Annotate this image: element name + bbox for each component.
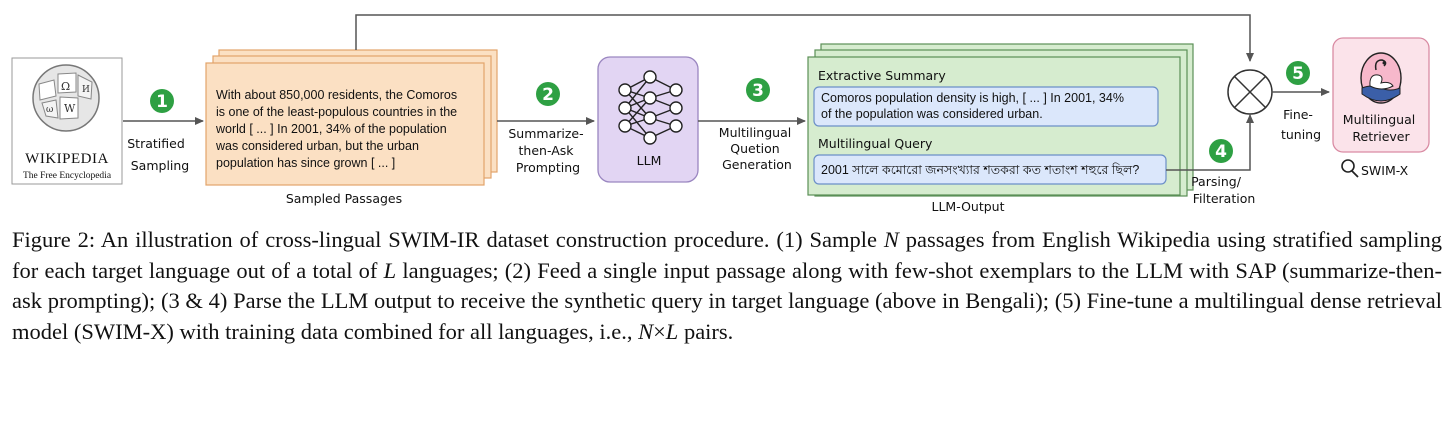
arrow-query-to-combine <box>1166 114 1254 171</box>
svg-text:4: 4 <box>1215 142 1227 162</box>
svg-text:2: 2 <box>542 85 554 105</box>
wikipedia-wordmark: WIKIPEDIA <box>25 151 109 167</box>
passage-text: With about 850,000 residents, the Comoro… <box>215 88 461 170</box>
query-title: Multilingual Query <box>818 136 933 151</box>
sampled-passages-caption: Sampled Passages <box>286 191 402 206</box>
stratified-sampling-label: Stratified Sampling <box>127 136 189 173</box>
svg-text:ω: ω <box>46 105 53 115</box>
globe-icon: Ω W И ω <box>32 64 100 132</box>
step-1-badge: 1 <box>150 89 174 113</box>
summary-box <box>813 86 1159 127</box>
figure-caption: Figure 2: An illustration of cross-lingu… <box>12 227 1442 344</box>
llm-label: LLM <box>637 153 662 168</box>
swim-x-label: SWIM-X <box>1341 159 1409 178</box>
query-text: 2001 সালে কমোরো জনসংখ্যার শতকরা কত শতাংশ… <box>821 162 1139 177</box>
svg-text:5: 5 <box>1292 64 1304 84</box>
step-5-badge: 5 <box>1286 61 1310 85</box>
step-3-badge: 3 <box>746 78 770 102</box>
svg-text:1: 1 <box>156 92 168 112</box>
retriever-label: Multilingual Retriever <box>1343 112 1419 144</box>
llm-block: LLM <box>597 56 699 183</box>
arrow-passage-to-combine <box>355 14 1254 62</box>
step-4-badge: 4 <box>1209 139 1233 163</box>
svg-text:Ω: Ω <box>61 80 70 93</box>
summary-text: Comoros population density is high, [ ..… <box>821 91 1127 121</box>
llm-output-caption: LLM-Output <box>932 199 1005 214</box>
pipeline-diagram: Ω W И ω WIKIPEDIA The Free Encyclopedia … <box>11 14 1430 214</box>
mqg-label: Multilingual Quetion Generation <box>719 125 795 172</box>
retriever-block: Multilingual Retriever <box>1332 37 1430 153</box>
swim-x-name: SWIM-X <box>1361 163 1409 178</box>
step-2-badge: 2 <box>536 82 560 106</box>
llm-output-stack: Extractive Summary Comoros population de… <box>807 43 1194 197</box>
magnifier-icon <box>1341 159 1359 178</box>
parsing-label: Parsing/ Filteration <box>1191 174 1255 206</box>
svg-text:И: И <box>82 85 90 95</box>
neural-network-icon <box>618 70 683 145</box>
svg-text:W: W <box>64 102 76 115</box>
finetune-label: Fine- tuning <box>1281 107 1321 142</box>
wikipedia-logo: Ω W И ω WIKIPEDIA The Free Encyclopedia <box>11 57 123 185</box>
summary-title: Extractive Summary <box>818 68 946 83</box>
sampled-passages-stack: With about 850,000 residents, the Comoro… <box>205 49 498 186</box>
sap-label: Summarize- then-Ask Prompting <box>508 126 587 175</box>
combine-icon <box>1227 69 1273 115</box>
wikipedia-tagline: The Free Encyclopedia <box>23 171 112 181</box>
swan-egg-icon <box>1360 52 1402 104</box>
svg-text:3: 3 <box>752 81 764 101</box>
